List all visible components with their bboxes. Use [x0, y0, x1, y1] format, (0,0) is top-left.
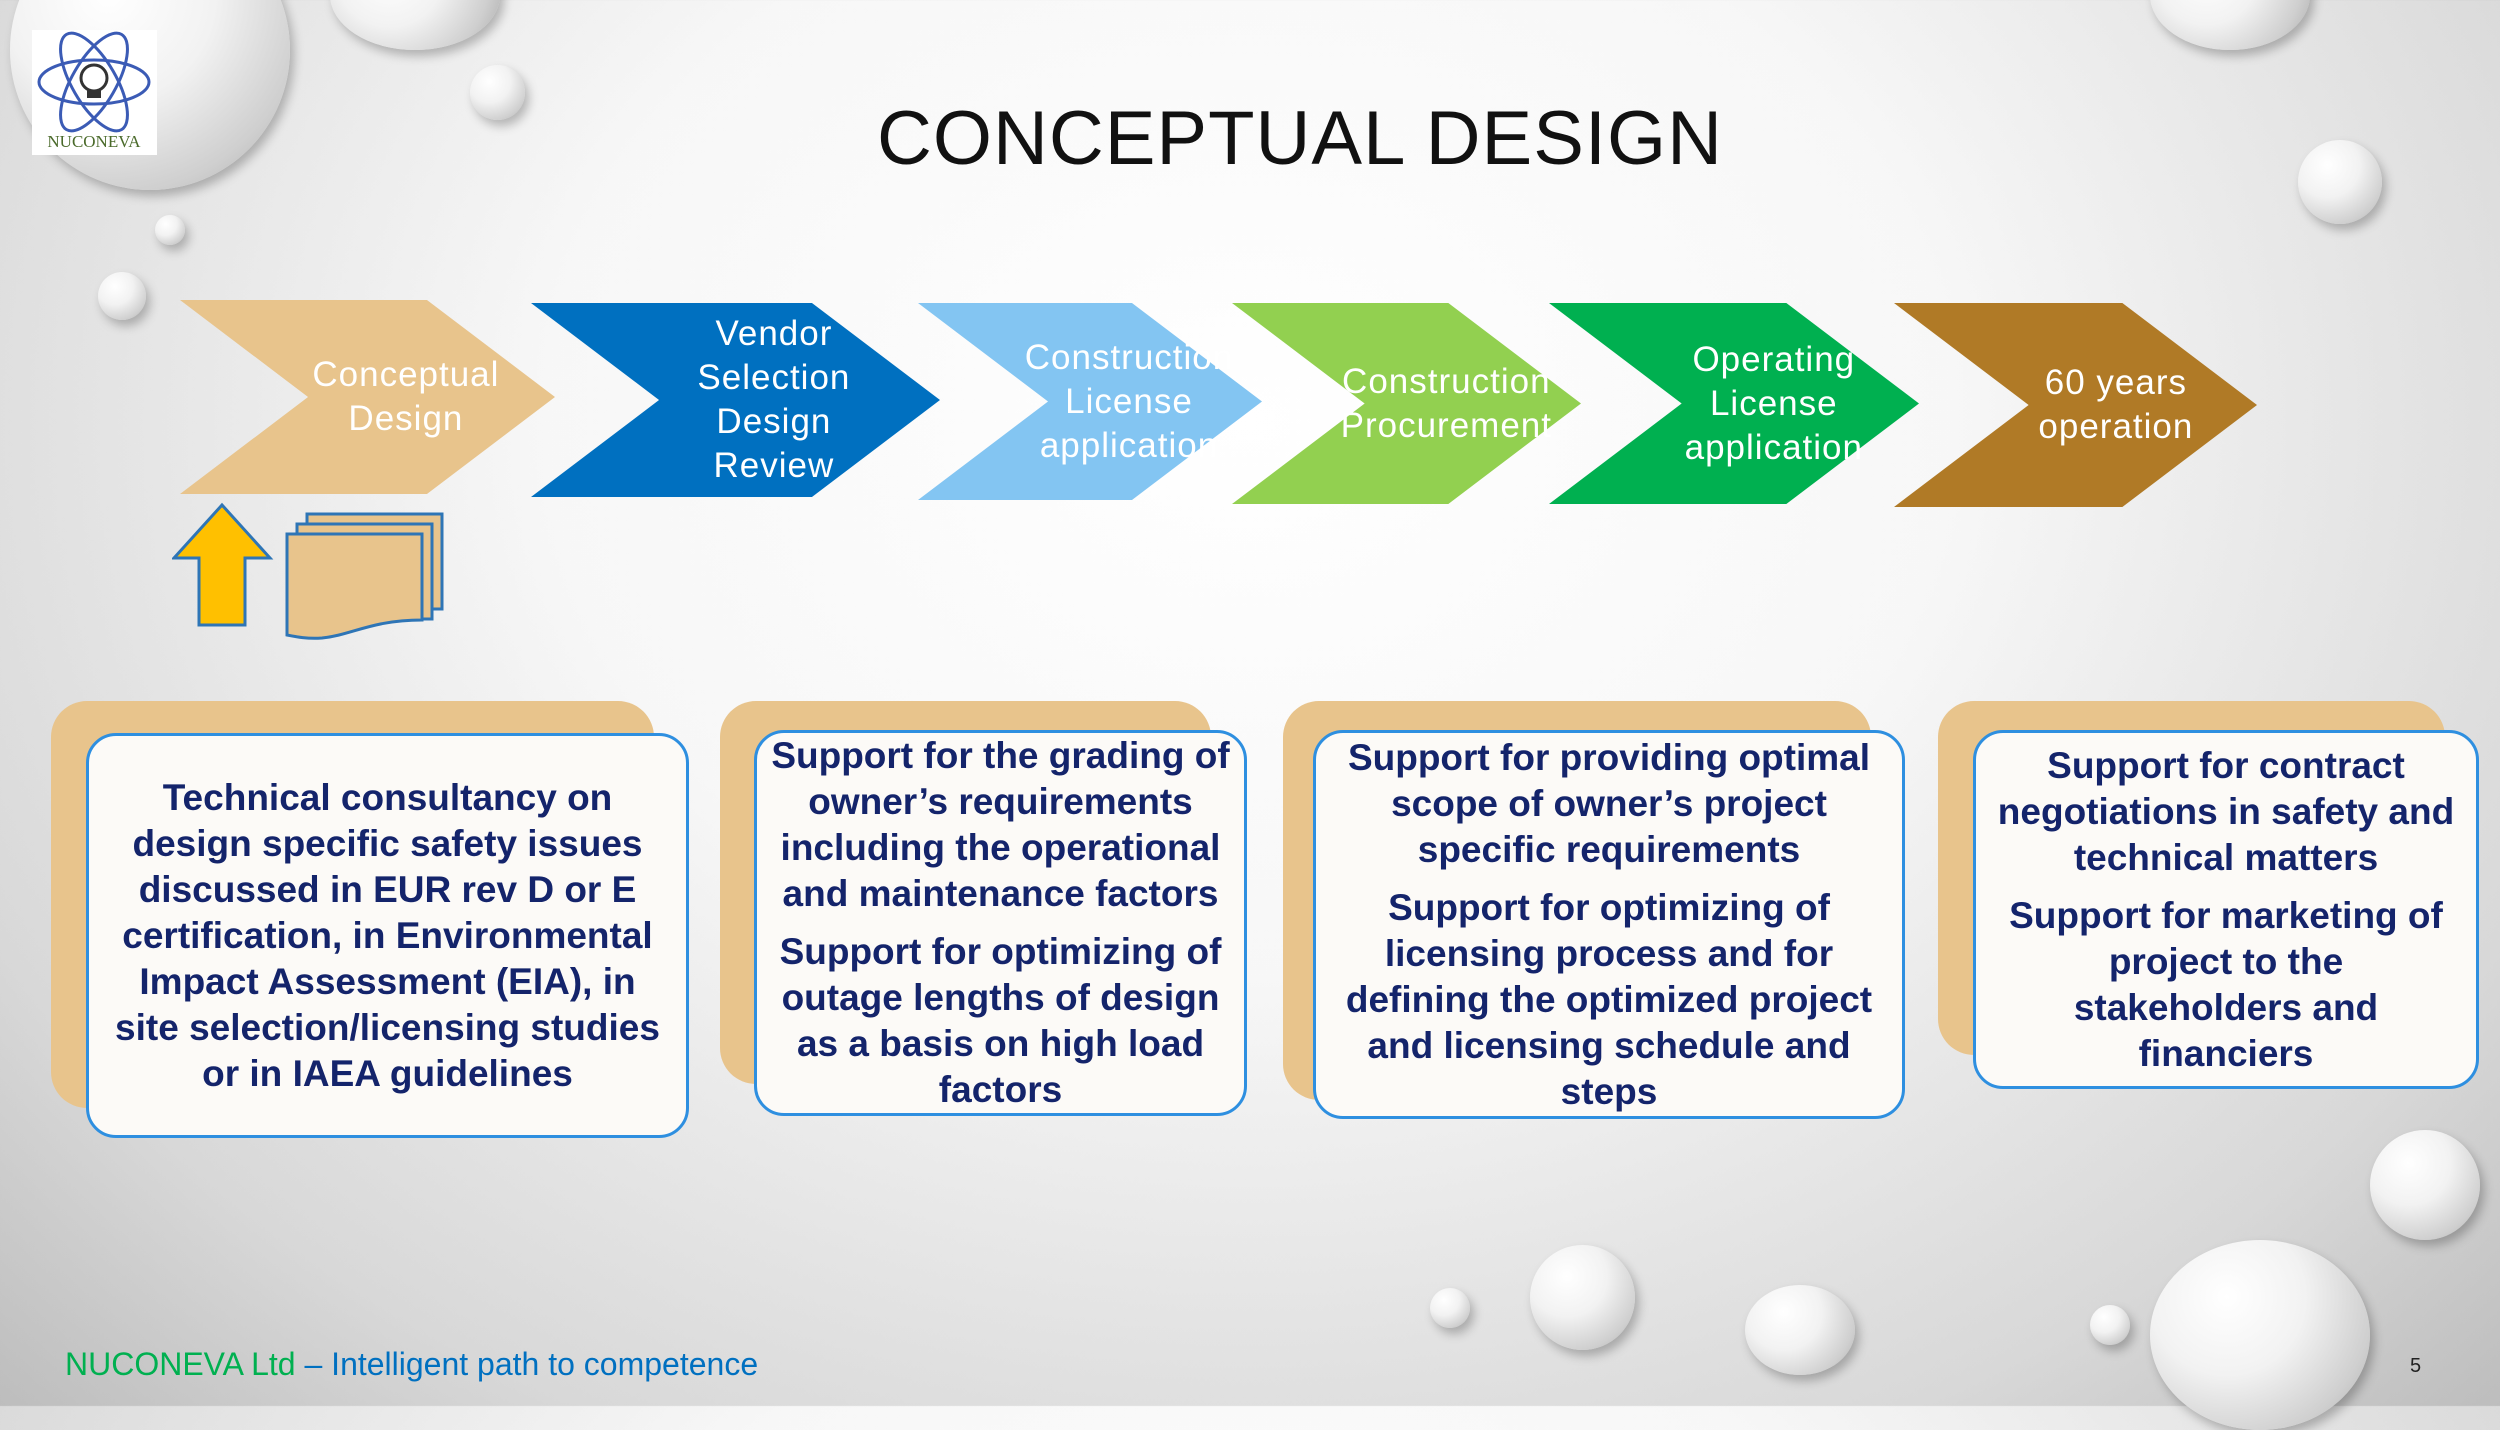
support-text: Support for optimizing of outage lengths…: [779, 931, 1222, 1110]
process-step-6: 60 years operation: [1894, 303, 2257, 507]
atom-lightbulb-icon: NUCONEVA: [37, 31, 151, 151]
support-text: Support for marketing of project to the …: [2009, 894, 2443, 1074]
support-box-2: Support for the grading of owner’s requi…: [754, 730, 1247, 1116]
step-label-line: License: [1709, 383, 1838, 423]
upload-arrow-documents-icon: [172, 502, 444, 640]
footer-company: NUCONEVA Ltd: [65, 1346, 296, 1382]
step-label-line: Selection: [697, 358, 851, 397]
step-label-line: Conceptual: [312, 355, 500, 394]
bubble-decoration: [470, 65, 525, 120]
chevron-shape: [531, 303, 940, 497]
footer: NUCONEVA Ltd – Intelligent path to compe…: [65, 1346, 758, 1383]
bubble-decoration: [98, 272, 146, 320]
support-text: Support for optimizing of licensing proc…: [1345, 886, 1873, 1112]
step-label-line: Review: [713, 446, 835, 485]
step-label-line: License: [1065, 381, 1193, 421]
support-box-4: Support for contract negotiations in saf…: [1973, 730, 2479, 1089]
chevron-shape: [180, 300, 555, 494]
support-text: Technical consultancy on design specific…: [115, 776, 660, 1094]
step-label-line: Construction: [1342, 361, 1551, 401]
chevron-shape: [918, 303, 1262, 500]
nuconeva-logo: NUCONEVA: [32, 30, 157, 155]
step-label-line: Construction: [1024, 337, 1234, 377]
logo-text: NUCONEVA: [47, 132, 141, 151]
footer-tagline: Intelligent path to competence: [331, 1346, 759, 1382]
page-number: 5: [2410, 1355, 2422, 1377]
page-title: CONCEPTUAL DESIGN: [876, 96, 1724, 181]
support-box-3: Support for providing optimal scope of o…: [1313, 730, 1905, 1119]
step-label-line: 60 years: [2044, 363, 2188, 402]
bubble-decoration: [2090, 1305, 2130, 1345]
chevron-shape: [1894, 303, 2257, 507]
step-label-line: Design: [716, 402, 832, 441]
step-label-line: Vendor: [715, 314, 833, 353]
support-box-1: Technical consultancy on design specific…: [86, 733, 689, 1138]
step-label-line: application: [1039, 425, 1219, 465]
footer-separator: –: [295, 1346, 332, 1382]
step-label-line: Procurement: [1340, 405, 1552, 445]
step-label-line: application: [1684, 427, 1863, 467]
step-label-line: operation: [2038, 407, 2194, 446]
bubble-decoration: [155, 215, 185, 245]
bubble-decoration: [2150, 0, 2310, 50]
step-label-line: Operating: [1692, 339, 1856, 379]
chevron-shape: [1232, 303, 1581, 504]
bubble-decoration: [1530, 1245, 1635, 1350]
bubble-decoration: [330, 0, 500, 50]
bubble-decoration: [2370, 1130, 2480, 1240]
bubble-decoration: [2150, 1240, 2370, 1430]
support-text: Support for providing optimal scope of o…: [1347, 736, 1871, 870]
support-text: Support for contract negotiations in saf…: [1997, 744, 2455, 878]
bubble-decoration: [1745, 1285, 1855, 1375]
bubble-decoration: [1430, 1288, 1470, 1328]
support-text: Support for the grading of owner’s requi…: [771, 735, 1230, 914]
bubble-decoration: [2298, 140, 2382, 224]
step-label-line: Design: [348, 399, 464, 438]
chevron-shape: [1549, 303, 1919, 504]
